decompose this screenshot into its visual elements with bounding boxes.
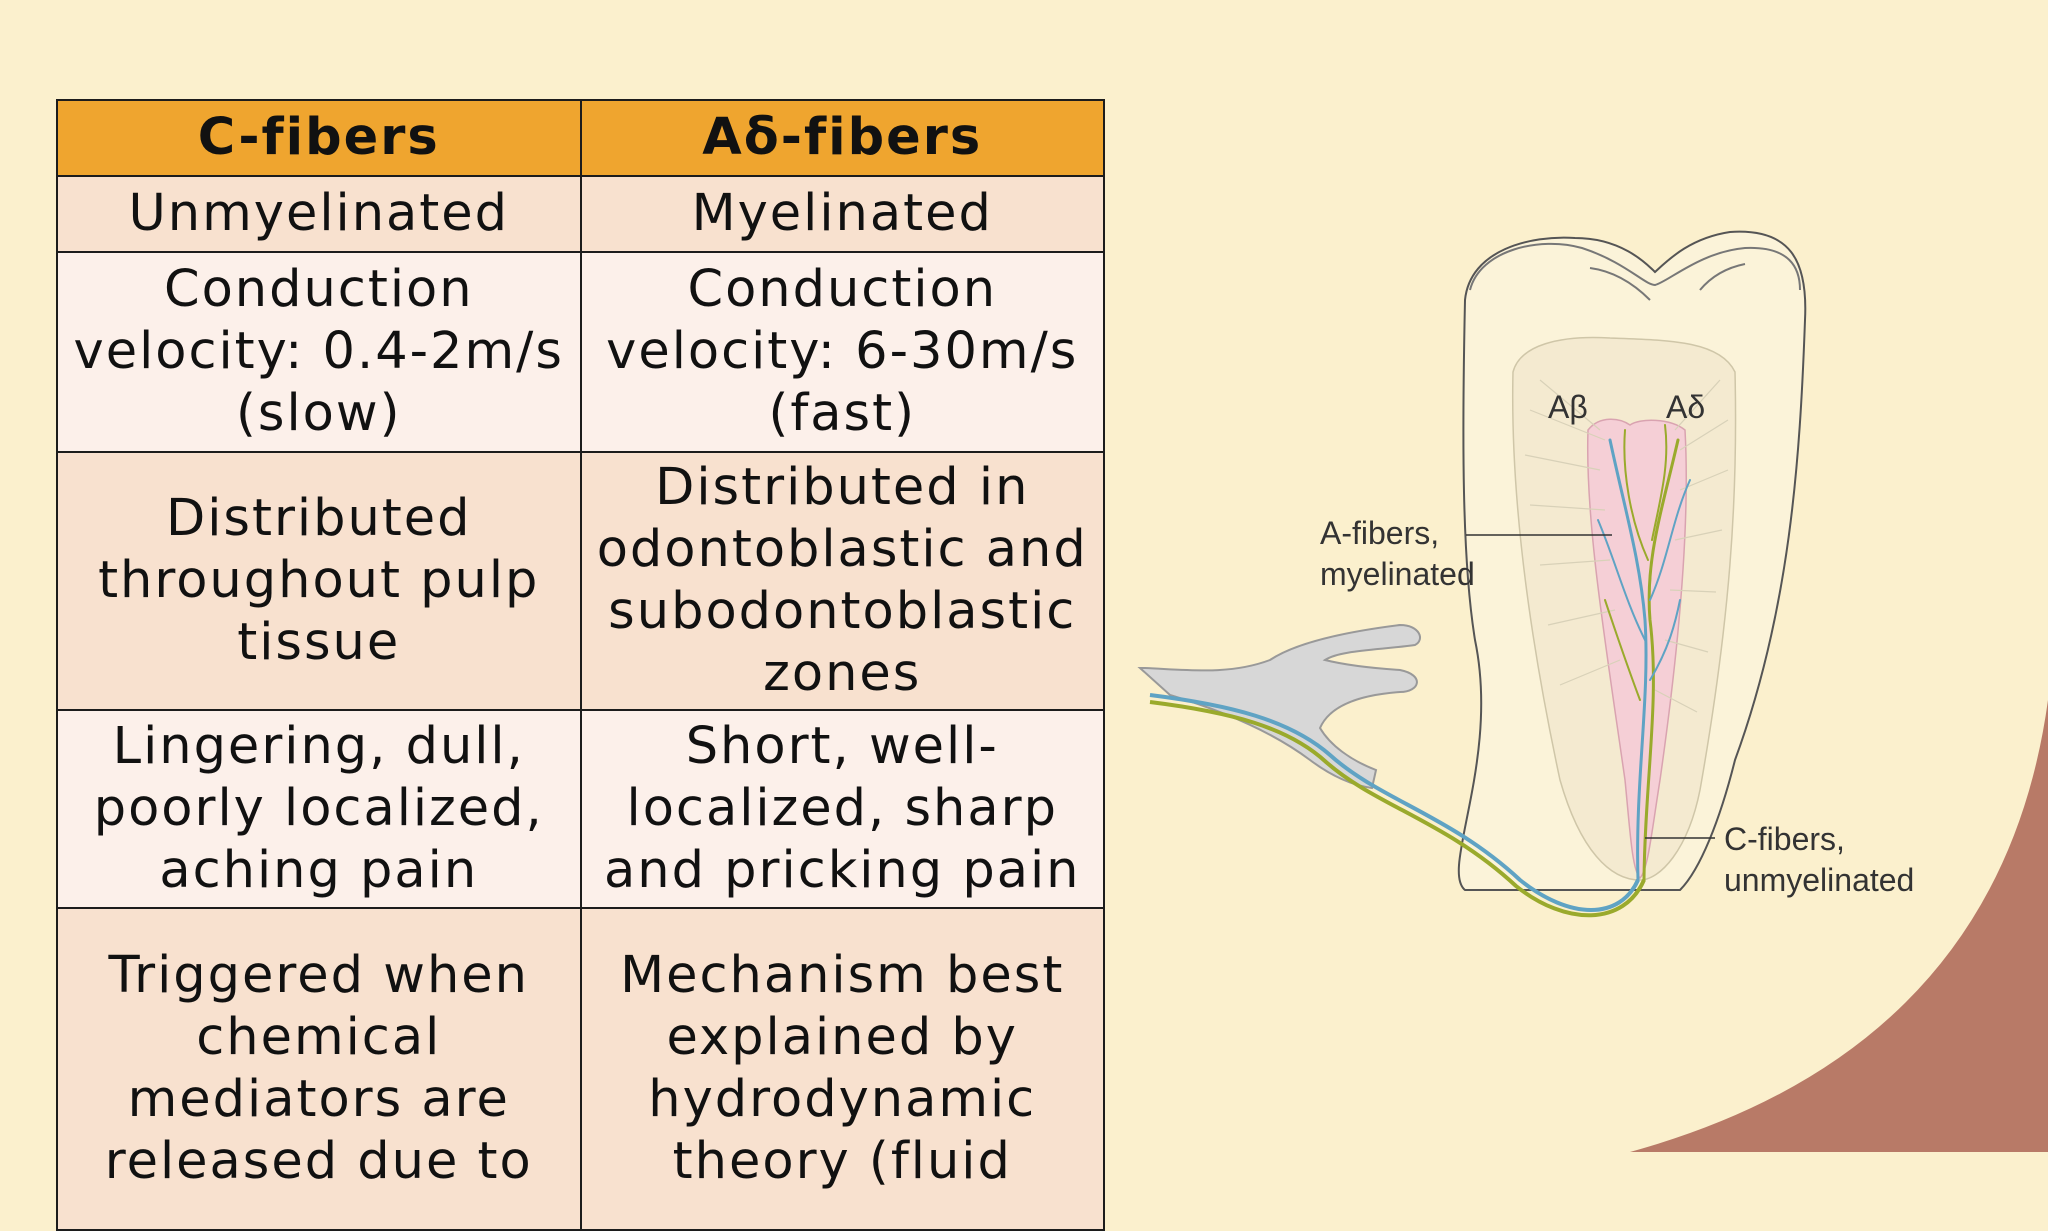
slide-background <box>1630 700 2048 1152</box>
table-row: Conduction velocity: 0.4-2m/s (slow) Con… <box>56 251 1105 453</box>
table-cell: Distributed in odontoblastic and subodon… <box>579 451 1105 711</box>
pulp-chamber <box>1586 418 1688 880</box>
nerve-sheath <box>1137 623 1421 790</box>
table-row: Lingering, dull, poorly localized, achin… <box>56 709 1105 909</box>
table-cell: Mechanism best explained by hydrodynamic… <box>579 907 1105 1231</box>
enamel-inner <box>1589 263 1746 301</box>
nerve-cable-c <box>1149 700 1646 918</box>
table-row: Triggered when chemical mediators are re… <box>56 907 1105 1231</box>
nerve-branches <box>1597 424 1691 882</box>
table-cell: Unmyelinated <box>56 175 582 253</box>
table-cell: Conduction velocity: 0.4-2m/s (slow) <box>56 251 582 453</box>
label-c-fibers-line1: C-fibers, <box>1724 821 1845 857</box>
table-row: Distributed throughout pulp tissue Distr… <box>56 451 1105 711</box>
table-header-row: C-fibers Aδ-fibers <box>56 99 1105 177</box>
fiber-comparison-table: C-fibers Aδ-fibers Unmyelinated Myelinat… <box>56 99 1105 1231</box>
table-cell: Conduction velocity: 6-30m/s (fast) <box>579 251 1105 453</box>
label-adelta: Aδ <box>1666 389 1705 425</box>
table-cell: Myelinated <box>579 175 1105 253</box>
table-cell: Triggered when chemical mediators are re… <box>56 907 582 1231</box>
enamel-cap <box>1469 242 1801 291</box>
table-cell: Lingering, dull, poorly localized, achin… <box>56 709 582 909</box>
header-c-fibers: C-fibers <box>56 99 582 177</box>
nerve-cable-a <box>1149 693 1640 912</box>
label-abeta: Aβ <box>1548 389 1588 425</box>
table-cell: Short, well-localized, sharp and prickin… <box>579 709 1105 909</box>
label-a-fibers-line1: A-fibers, <box>1320 515 1439 551</box>
header-adelta-fibers: Aδ-fibers <box>579 99 1105 177</box>
label-c-fibers-line2: unmyelinated <box>1724 862 1914 898</box>
tooth-nerve-diagram: Aβ Aδ A-fibers, myelinated C-fibers, unm… <box>1137 230 1914 918</box>
corner-arc-decoration <box>1630 700 2048 1152</box>
dentinal-tubules <box>1524 379 1729 713</box>
label-a-fibers-line2: myelinated <box>1320 556 1475 592</box>
table-cell: Distributed throughout pulp tissue <box>56 451 582 711</box>
table-row: Unmyelinated Myelinated <box>56 175 1105 253</box>
